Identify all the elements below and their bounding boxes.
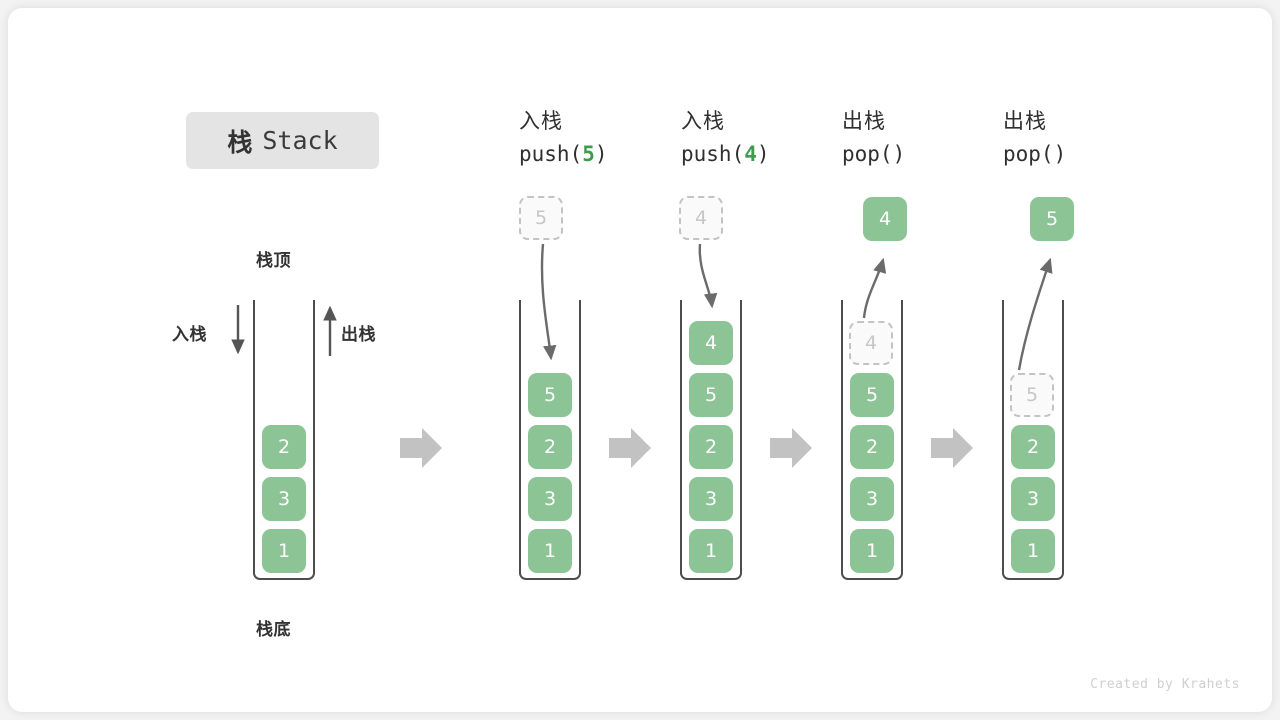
- step-arrow-3: [770, 428, 812, 468]
- label-push-side: 入栈: [172, 325, 207, 345]
- operation-code: pop(): [842, 139, 905, 169]
- title-chinese: 栈: [227, 127, 254, 157]
- stack-cell: 3: [850, 477, 894, 521]
- operation-code-suffix: ): [1053, 142, 1067, 166]
- operation-code: pop(): [1003, 139, 1066, 169]
- operation-caption-push-5: 入栈 push(5): [519, 108, 608, 169]
- step-arrow-4: [931, 428, 973, 468]
- diagram-title-badge: 栈 Stack: [186, 112, 379, 169]
- stack-container-pop-5: [1002, 300, 1064, 580]
- operation-caption-pop-4: 出栈 pop(): [842, 108, 905, 169]
- stack-cell: 1: [528, 529, 572, 573]
- operation-code: push(4): [681, 139, 770, 169]
- stack-cell: 1: [262, 529, 306, 573]
- stack-cell: 1: [689, 529, 733, 573]
- stack-cell: 1: [1011, 529, 1055, 573]
- stack-cell: 2: [850, 425, 894, 469]
- operation-code-prefix: push(: [519, 142, 583, 166]
- vacated-slot-cell: 5: [1010, 373, 1054, 417]
- label-pop-side: 出栈: [341, 325, 376, 345]
- stack-cell: 4: [689, 321, 733, 365]
- operation-code-suffix: ): [756, 142, 770, 166]
- operation-code: push(5): [519, 139, 608, 169]
- stack-cell: 2: [689, 425, 733, 469]
- stack-container-push-5: [519, 300, 581, 580]
- operation-code-prefix: pop(: [1003, 142, 1054, 166]
- stack-cell: 3: [1011, 477, 1055, 521]
- step-arrow-2: [609, 428, 651, 468]
- vacated-slot-cell: 4: [849, 321, 893, 365]
- operation-name: 入栈: [519, 109, 563, 133]
- stack-cell: 1: [850, 529, 894, 573]
- title-english: Stack: [262, 126, 338, 155]
- operation-name: 出栈: [842, 109, 886, 133]
- stack-container-push-4: [680, 300, 742, 580]
- step-arrow-1: [400, 428, 442, 468]
- stack-cell: 5: [689, 373, 733, 417]
- label-stack-bottom: 栈底: [256, 620, 291, 640]
- pending-value-cell: 4: [679, 196, 723, 240]
- stack-cell: 3: [689, 477, 733, 521]
- operation-caption-pop-5: 出栈 pop(): [1003, 108, 1066, 169]
- footer-credit: Created by Krahets: [1090, 677, 1240, 692]
- stack-container-initial: [253, 300, 315, 580]
- stack-cell: 2: [262, 425, 306, 469]
- operation-code-prefix: pop(: [842, 142, 893, 166]
- operation-code-suffix: ): [594, 142, 608, 166]
- operation-argument: 4: [744, 142, 757, 166]
- pending-value-cell: 5: [519, 196, 563, 240]
- stack-cell: 2: [528, 425, 572, 469]
- operation-caption-push-4: 入栈 push(4): [681, 108, 770, 169]
- operation-code-prefix: push(: [681, 142, 745, 166]
- operation-argument: 5: [582, 142, 595, 166]
- operation-name: 入栈: [681, 109, 725, 133]
- stack-cell: 5: [528, 373, 572, 417]
- operation-code-suffix: ): [892, 142, 906, 166]
- operation-name: 出栈: [1003, 109, 1047, 133]
- stack-container-pop-4: [841, 300, 903, 580]
- stack-cell: 3: [262, 477, 306, 521]
- label-stack-top: 栈顶: [256, 251, 291, 271]
- popped-value-cell: 5: [1030, 197, 1074, 241]
- stack-cell: 3: [528, 477, 572, 521]
- stack-cell: 5: [850, 373, 894, 417]
- stack-cell: 2: [1011, 425, 1055, 469]
- push-motion-arrow-4: [698, 243, 718, 309]
- popped-value-cell: 4: [863, 197, 907, 241]
